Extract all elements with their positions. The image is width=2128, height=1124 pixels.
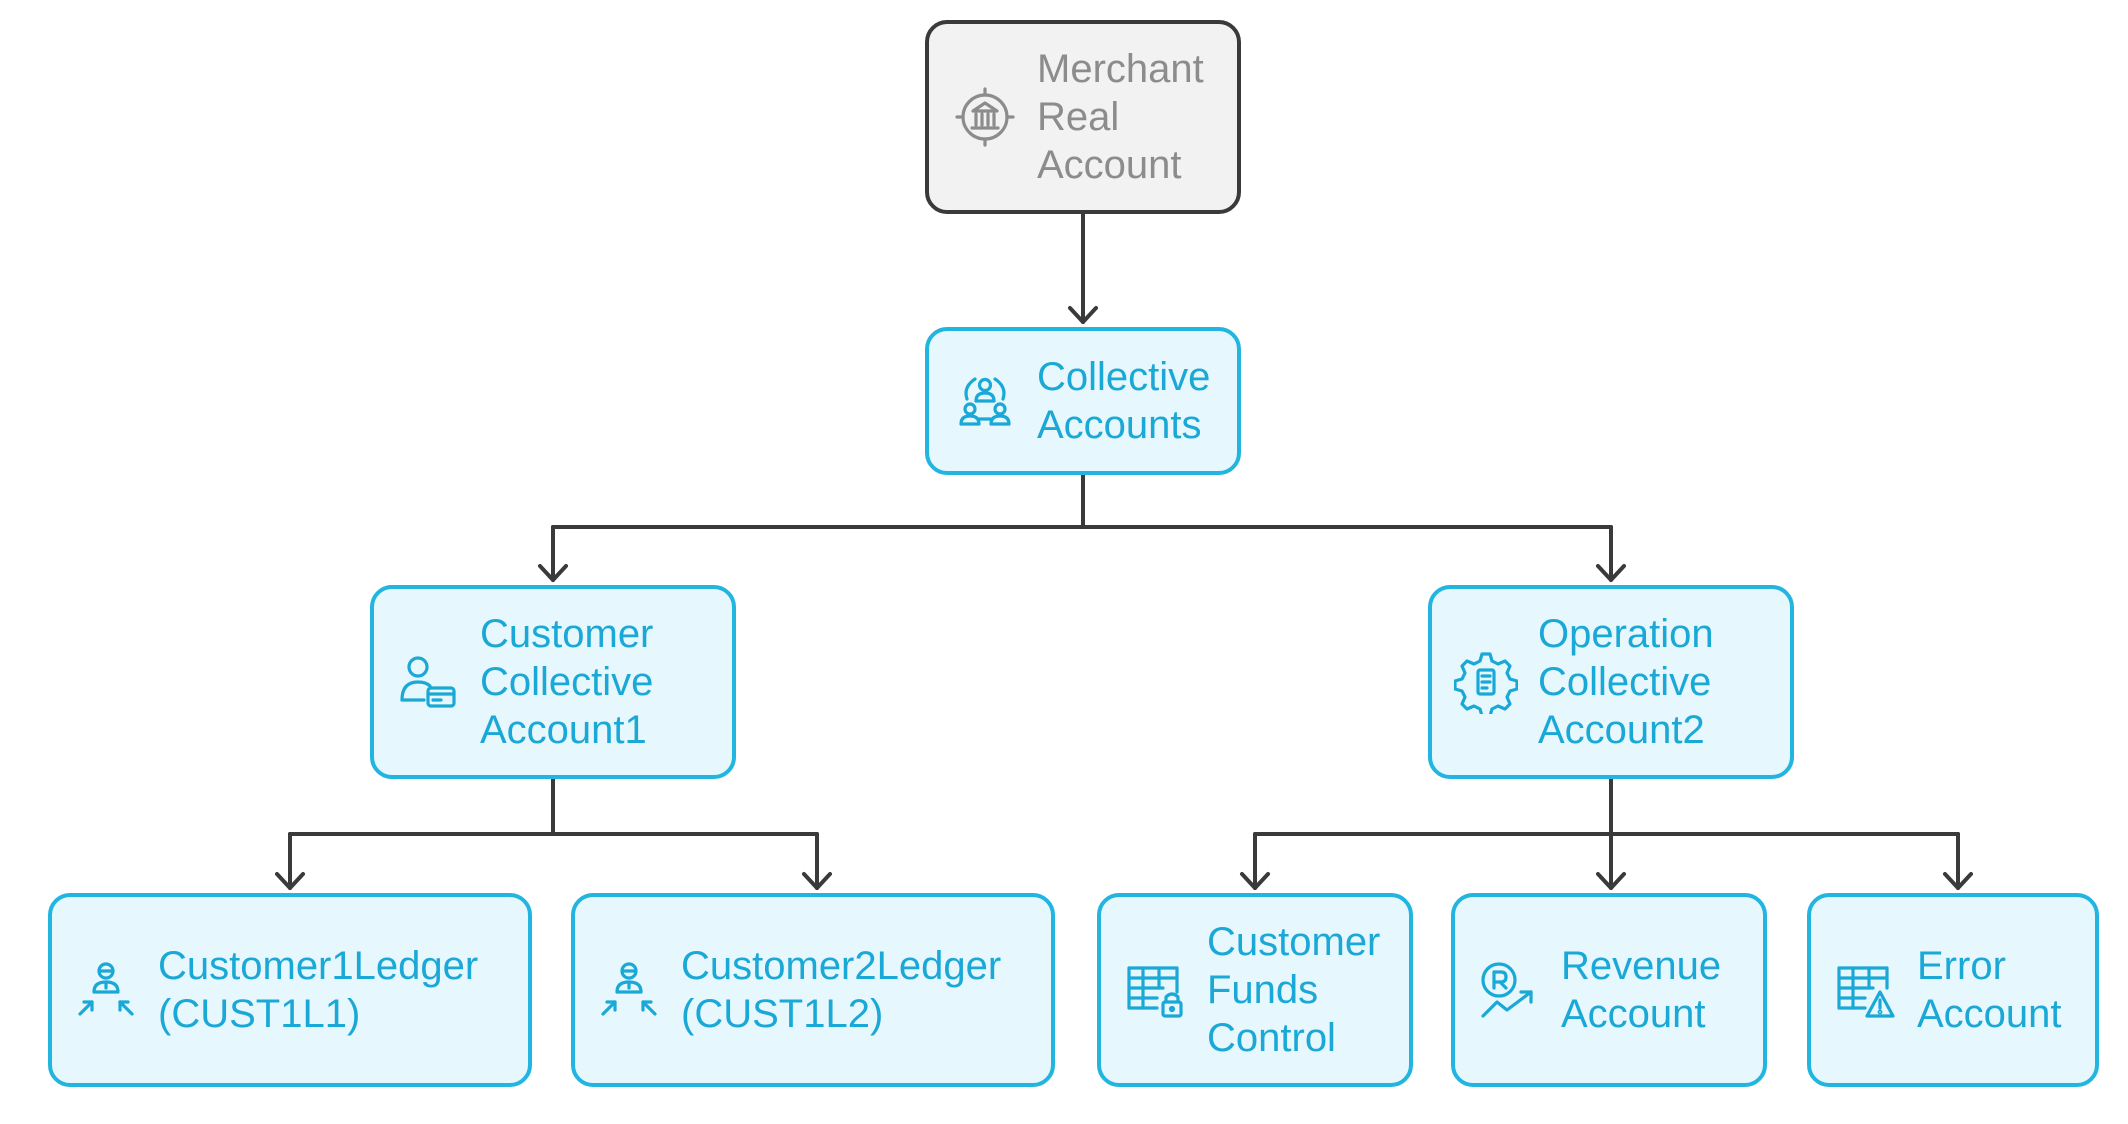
operation-collective-account-node[interactable]: Operation Collective Account2 <box>1428 585 1794 779</box>
arrowhead <box>275 872 305 890</box>
node-label: Collective Accounts <box>1037 355 1211 447</box>
arrowhead <box>1240 872 1270 890</box>
table-lock-icon <box>1123 958 1187 1022</box>
node-label: Customer1Ledger (CUST1L1) <box>158 944 479 1036</box>
arrowhead <box>802 872 832 890</box>
customer1-ledger-node[interactable]: Customer1Ledger (CUST1L1) <box>48 893 532 1087</box>
arrowhead <box>1596 872 1626 890</box>
coin-trend-icon <box>1477 958 1541 1022</box>
arrowhead <box>1596 564 1626 582</box>
collective-accounts-node[interactable]: Collective Accounts <box>925 327 1241 475</box>
customer-collective-account-node[interactable]: Customer Collective Account1 <box>370 585 736 779</box>
gear-document-icon <box>1454 650 1518 714</box>
node-label: Error Account <box>1917 944 2062 1036</box>
bank-icon <box>953 85 1017 149</box>
node-label: Customer Collective Account1 <box>480 612 654 752</box>
merchant-real-account-node[interactable]: Merchant Real Account <box>925 20 1241 214</box>
table-warning-icon <box>1833 958 1897 1022</box>
arrowhead <box>1943 872 1973 890</box>
node-label: Merchant Real Account <box>1037 47 1204 187</box>
arrowhead <box>1068 306 1098 324</box>
arrowhead <box>538 564 568 582</box>
node-label: Operation Collective Account2 <box>1538 612 1714 752</box>
user-card-icon <box>396 650 460 714</box>
node-label: Customer Funds Control <box>1207 920 1381 1060</box>
person-arrows-icon <box>74 958 138 1022</box>
customer2-ledger-node[interactable]: Customer2Ledger (CUST1L2) <box>571 893 1055 1087</box>
group-users-icon <box>953 369 1017 433</box>
node-label: Customer2Ledger (CUST1L2) <box>681 944 1002 1036</box>
person-arrows-icon <box>597 958 661 1022</box>
revenue-account-node[interactable]: Revenue Account <box>1451 893 1767 1087</box>
customer-funds-control-node[interactable]: Customer Funds Control <box>1097 893 1413 1087</box>
node-label: Revenue Account <box>1561 944 1722 1036</box>
error-account-node[interactable]: Error Account <box>1807 893 2099 1087</box>
